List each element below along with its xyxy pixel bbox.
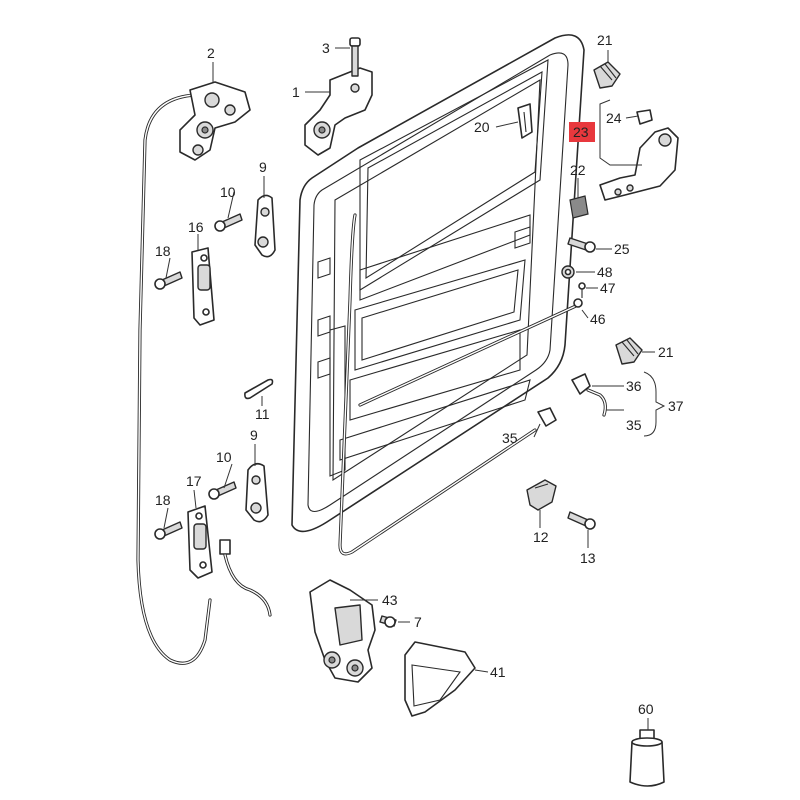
washer-48	[561, 265, 575, 279]
buffer-21-upper	[593, 61, 621, 89]
label-part-37: 37	[668, 398, 684, 414]
roller-cover-41	[404, 641, 476, 717]
label-part-21-lower: 21	[658, 344, 674, 360]
grease-cartridge-60	[629, 729, 665, 787]
label-part-20: 20	[474, 119, 490, 135]
lock-bracket-23	[599, 127, 679, 201]
label-part-16: 16	[188, 219, 204, 235]
door-cable-left	[136, 93, 212, 665]
bolt-18-lower	[154, 521, 183, 540]
label-part-7: 7	[414, 614, 422, 630]
striker-plate-16	[191, 247, 215, 326]
leader-lines	[163, 47, 666, 730]
screw-13	[567, 511, 596, 530]
clip-36	[571, 373, 591, 395]
label-part-35-right: 35	[626, 417, 642, 433]
label-part-9-lower: 9	[250, 427, 258, 443]
bolt-10-upper	[214, 213, 243, 232]
control-rod-46	[358, 298, 583, 407]
catch-plate-lower	[245, 462, 269, 523]
label-part-23: 23	[573, 124, 589, 140]
label-part-18-upper: 18	[155, 243, 171, 259]
label-part-11: 11	[255, 406, 270, 422]
buffer-21-lower	[615, 337, 643, 365]
bolt-25	[567, 237, 596, 253]
bolt-7	[379, 615, 397, 628]
catch-plate-upper	[254, 194, 276, 258]
label-part-21-upper: 21	[597, 32, 613, 48]
label-part-13: 13	[580, 550, 596, 566]
sliding-door-panel	[291, 34, 585, 556]
label-part-18-lower: 18	[155, 492, 171, 508]
label-part-1: 1	[292, 84, 300, 100]
upper-guide-bracket	[304, 67, 373, 156]
highlight-box-part-23	[569, 122, 595, 142]
label-part-2: 2	[207, 45, 215, 61]
label-part-12: 12	[533, 529, 549, 545]
upper-roller-bracket	[179, 81, 251, 161]
clip-11	[244, 378, 274, 400]
label-part-25: 25	[614, 241, 630, 257]
striker-plate-17	[187, 505, 272, 617]
label-part-36: 36	[626, 378, 642, 394]
label-part-41: 41	[490, 664, 506, 680]
bumper-22	[569, 195, 589, 219]
part-number-labels: 2 1 3 9 10 16 18 11 9 10 17 18 43 7 41 6…	[155, 32, 684, 717]
bolt-3	[349, 37, 361, 77]
nut-24	[636, 109, 653, 125]
label-part-24: 24	[606, 110, 622, 126]
handle-12	[526, 479, 557, 511]
guide-20	[517, 103, 533, 139]
cable-35	[537, 388, 607, 427]
bolt-18-upper	[154, 271, 183, 290]
label-part-10-lower: 10	[216, 449, 232, 465]
label-part-43: 43	[382, 592, 398, 608]
label-part-35-left: 35	[502, 430, 518, 446]
label-part-48: 48	[597, 264, 613, 280]
label-part-9-upper: 9	[259, 159, 267, 175]
label-part-46: 46	[590, 311, 606, 327]
label-part-47: 47	[600, 280, 616, 296]
label-part-60: 60	[638, 701, 654, 717]
lower-roller-carriage	[309, 579, 376, 683]
pin-47	[578, 282, 586, 298]
label-part-22: 22	[570, 162, 586, 178]
label-part-3: 3	[322, 40, 330, 56]
label-part-17: 17	[186, 473, 202, 489]
label-part-10-upper: 10	[220, 184, 236, 200]
bolt-10-lower	[208, 481, 237, 500]
